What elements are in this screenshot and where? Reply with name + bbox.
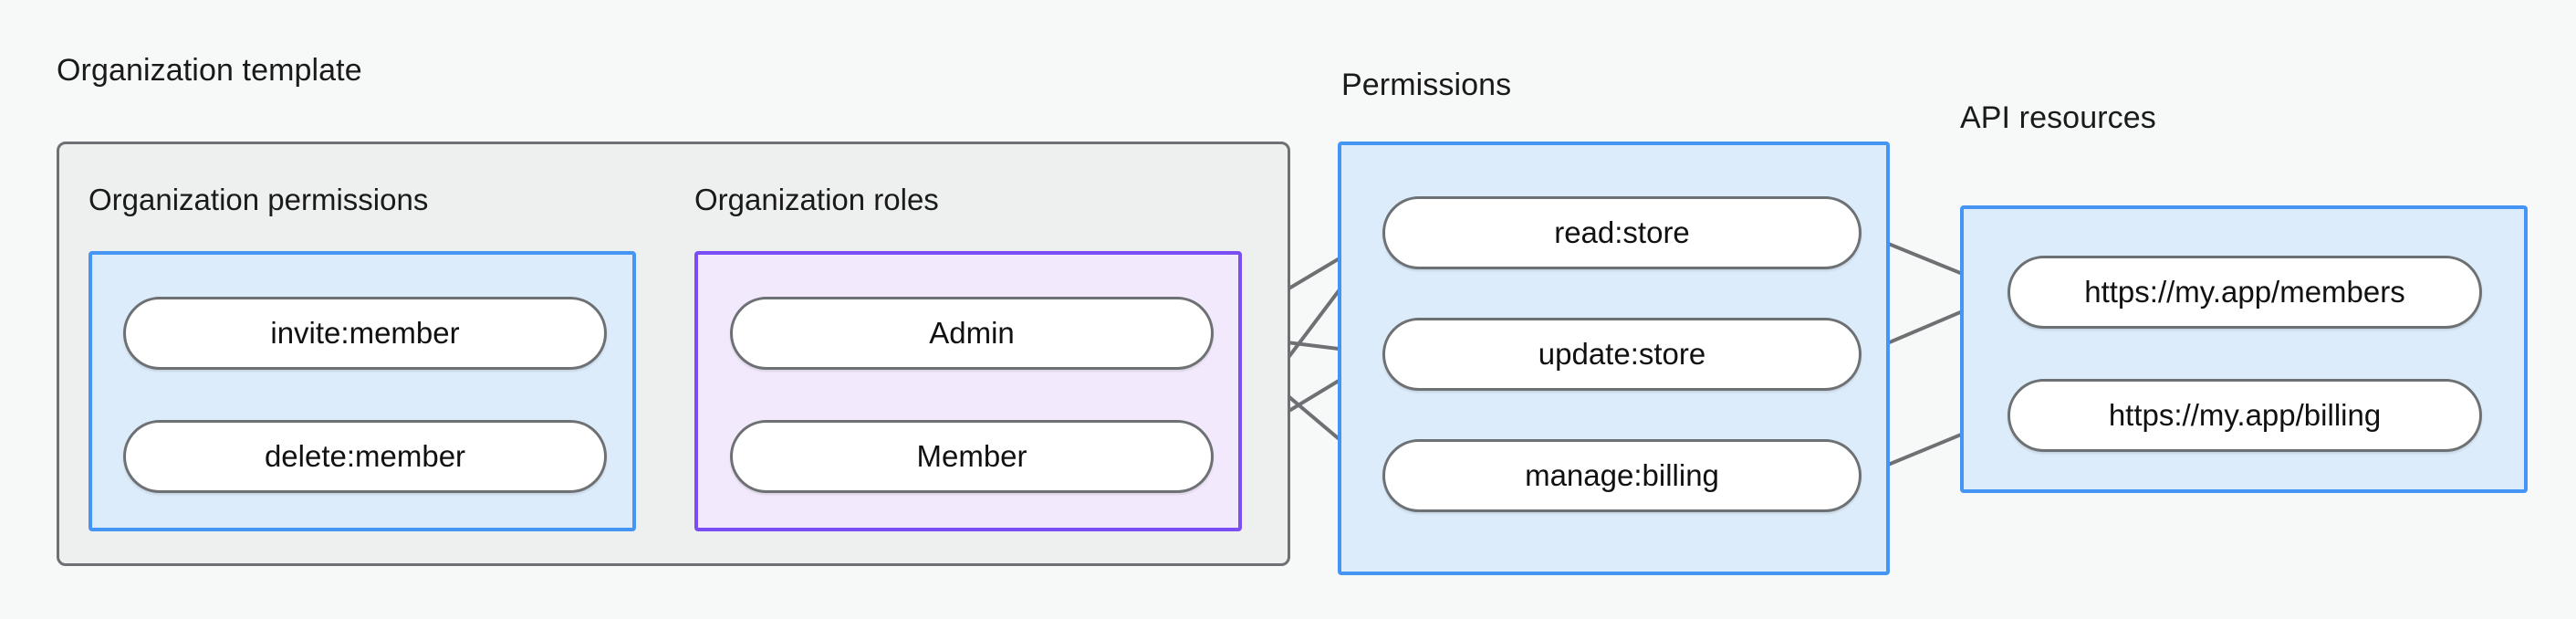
group-label-organization-template: Organization template [57, 53, 362, 88]
node-manage-billing[interactable]: manage:billing [1382, 439, 1862, 512]
section-caption-organization-permissions: Organization permissions [89, 183, 429, 216]
node-members-url[interactable]: https://my.app/members [2008, 256, 2482, 329]
node-billing-url[interactable]: https://my.app/billing [2008, 379, 2482, 452]
node-member[interactable]: Member [730, 420, 1214, 493]
node-read-store[interactable]: read:store [1382, 196, 1862, 269]
node-update-store[interactable]: update:store [1382, 318, 1862, 391]
node-delete-member[interactable]: delete:member [123, 420, 607, 493]
group-label-permissions: Permissions [1341, 68, 1512, 102]
group-label-api-resources: API resources [1960, 100, 2156, 135]
section-caption-organization-roles: Organization roles [694, 183, 939, 216]
node-invite-member[interactable]: invite:member [123, 297, 607, 370]
node-admin[interactable]: Admin [730, 297, 1214, 370]
